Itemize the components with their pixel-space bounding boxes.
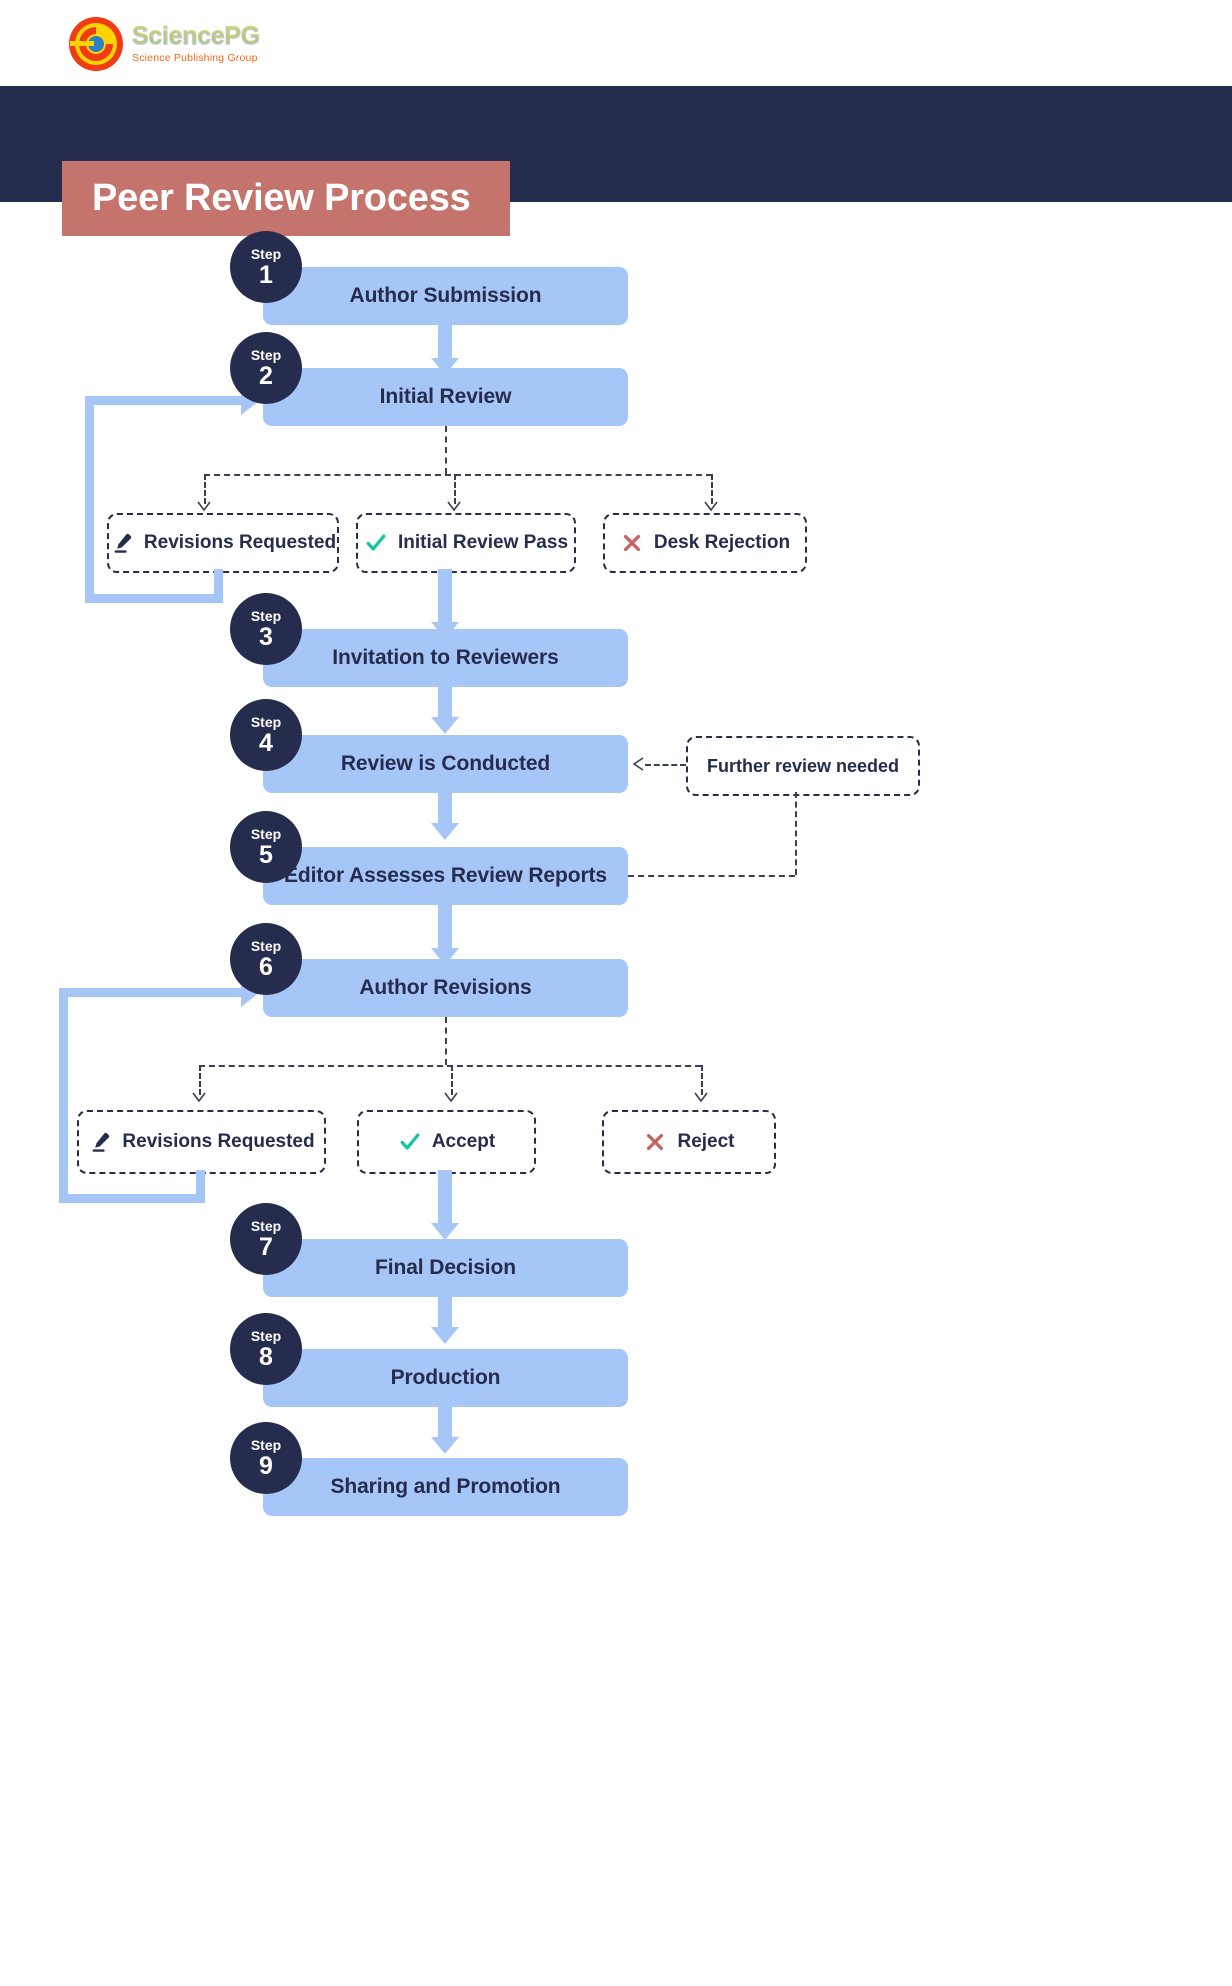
process-box-label: Sharing and Promotion — [330, 1475, 561, 1498]
title-banner: Peer Review Process — [62, 161, 510, 236]
pencil-icon — [110, 531, 134, 555]
arrow-head-step4-step5 — [431, 823, 459, 840]
outcome-box-accept[interactable]: Accept — [357, 1110, 536, 1174]
outcome-label: Accept — [431, 1131, 496, 1152]
outcome-label: Initial Review Pass — [397, 532, 569, 553]
step-badge-8: Step 8 — [230, 1313, 302, 1385]
note-label: Further review needed — [706, 755, 900, 776]
dashed-drop-revisions2 — [199, 1065, 201, 1095]
process-box-label: Production — [390, 1366, 501, 1389]
dashed-arrowhead-accept — [444, 1092, 458, 1103]
dashed-riser-step5-to-note — [795, 792, 797, 875]
process-box-review-is-conducted[interactable]: Review is Conducted — [263, 735, 628, 793]
arrow-head-step8-step9 — [431, 1437, 459, 1454]
process-box-label: Review is Conducted — [340, 752, 551, 775]
step-badge-2: Step 2 — [230, 332, 302, 404]
dashed-arrowhead-rejection1 — [704, 501, 718, 512]
process-box-final-decision[interactable]: Final Decision — [263, 1239, 628, 1297]
process-box-label: Invitation to Reviewers — [332, 646, 559, 669]
process-box-label: Author Revisions — [359, 976, 532, 999]
check-icon — [364, 531, 388, 555]
outcome-label: Revisions Requested — [143, 532, 337, 553]
step-badge-1: Step 1 — [230, 231, 302, 303]
brand-logo[interactable]: SciencePG Science Publishing Group — [68, 16, 261, 72]
process-box-author-revisions[interactable]: Author Revisions — [263, 959, 628, 1017]
note-box-further-review-needed[interactable]: Further review needed — [686, 736, 920, 796]
step-badge-5: Step 5 — [230, 811, 302, 883]
outcome-box-reject[interactable]: Reject — [602, 1110, 776, 1174]
dashed-drop-accept — [451, 1065, 453, 1095]
outcome-box-revisions-requested-2[interactable]: Revisions Requested — [77, 1110, 326, 1174]
arrow-accept-step7 — [438, 1170, 452, 1225]
process-box-production[interactable]: Production — [263, 1349, 628, 1407]
outcome-box-revisions-requested-1[interactable]: Revisions Requested — [107, 513, 339, 573]
cross-icon — [643, 1130, 667, 1154]
step-badge-3: Step 3 — [230, 593, 302, 665]
process-box-label: Initial Review — [379, 385, 512, 408]
outcome-box-initial-review-pass[interactable]: Initial Review Pass — [356, 513, 576, 573]
arrow-step5-step6 — [438, 905, 452, 950]
step-badge-6: Step 6 — [230, 923, 302, 995]
process-box-label: Final Decision — [375, 1256, 516, 1279]
dashed-arrowhead-pass1 — [447, 501, 461, 512]
dashed-drop-revisions1 — [204, 474, 206, 504]
dashed-drop-reject — [701, 1065, 703, 1095]
brand-name: SciencePG — [132, 22, 261, 51]
arrow-step7-step8 — [438, 1297, 452, 1329]
arrow-head-accept-step7 — [431, 1223, 459, 1240]
cross-icon — [620, 531, 644, 555]
check-icon — [398, 1130, 422, 1154]
dashed-drop-rejection1 — [711, 474, 713, 504]
arrow-pass-step3 — [438, 569, 452, 624]
process-box-initial-review[interactable]: Initial Review — [263, 368, 628, 426]
dashed-arrowhead-revisions2 — [192, 1092, 206, 1103]
dashed-rail-branch2 — [199, 1065, 701, 1067]
step-badge-9: Step 9 — [230, 1422, 302, 1494]
outcome-label: Reject — [677, 1131, 735, 1152]
dashed-rail-branch1 — [204, 474, 712, 476]
arrow-step1-step2 — [438, 325, 452, 360]
brand-tagline: Science Publishing Group — [132, 52, 258, 65]
arrow-step3-step4 — [438, 687, 452, 719]
dashed-stem-step6 — [445, 1017, 447, 1065]
arrow-step8-step9 — [438, 1407, 452, 1439]
pencil-icon — [88, 1130, 112, 1154]
dashed-arrowhead-reject — [694, 1092, 708, 1103]
page-title: Peer Review Process — [92, 177, 471, 219]
arrow-head-step3-step4 — [431, 717, 459, 734]
logo-bar: SciencePG Science Publishing Group — [0, 0, 1232, 86]
arrow-head-step7-step8 — [431, 1327, 459, 1344]
dashed-arrowhead-revisions1 — [197, 501, 211, 512]
flowchart-canvas: Author Submission Step 1 Initial Review … — [0, 202, 1232, 1986]
process-box-sharing-and-promotion[interactable]: Sharing and Promotion — [263, 1458, 628, 1516]
process-box-author-submission[interactable]: Author Submission — [263, 267, 628, 325]
dashed-line-note-to-step4 — [645, 764, 686, 766]
outcome-label: Revisions Requested — [122, 1131, 315, 1152]
arrow-step4-step5 — [438, 793, 452, 825]
dashed-line-step5-to-note — [628, 875, 795, 877]
step-badge-4: Step 4 — [230, 699, 302, 771]
process-box-label: Author Submission — [349, 284, 542, 307]
process-box-editor-assesses-review-reports[interactable]: Editor Assesses Review Reports — [263, 847, 628, 905]
process-box-label: Editor Assesses Review Reports — [283, 864, 608, 887]
step-badge-7: Step 7 — [230, 1203, 302, 1275]
dashed-arrowhead-note-to-step4 — [632, 757, 644, 771]
outcome-box-desk-rejection[interactable]: Desk Rejection — [603, 513, 807, 573]
process-box-invitation-to-reviewers[interactable]: Invitation to Reviewers — [263, 629, 628, 687]
dashed-drop-pass1 — [454, 474, 456, 504]
sciencepg-circle-logo-icon — [68, 16, 124, 72]
outcome-label: Desk Rejection — [653, 532, 791, 553]
dashed-stem-step2 — [445, 426, 447, 474]
